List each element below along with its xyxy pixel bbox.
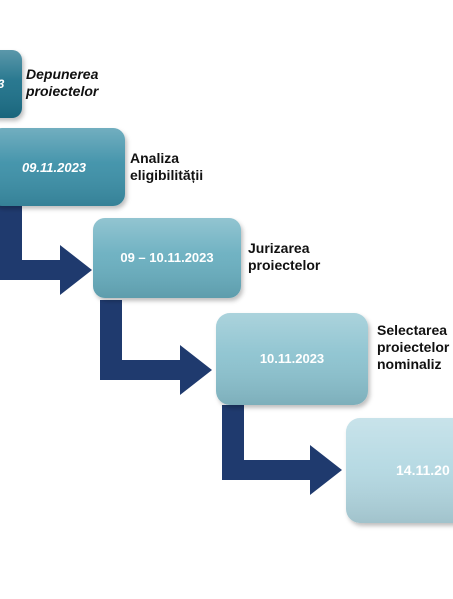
step-label-1-line-1: Depunerea bbox=[26, 66, 99, 82]
step-arrow-2 bbox=[100, 300, 212, 395]
step-date-2: 09.11.2023 bbox=[22, 160, 87, 175]
step-label-3-line-1: Jurizarea bbox=[248, 240, 310, 256]
step-label-4: Selectarea proiectelor nominaliz bbox=[377, 322, 449, 373]
step-label-4-line-2: proiectelor bbox=[377, 339, 450, 355]
step-date-1: 3 bbox=[0, 77, 5, 91]
step-date-5: 14.11.20 bbox=[396, 462, 450, 478]
step-date-4: 10.11.2023 bbox=[260, 351, 324, 366]
step-label-2-line-2: eligibilității bbox=[130, 167, 204, 183]
step-label-1-line-2: proiectelor bbox=[26, 83, 99, 99]
step-date-3: 09 – 10.11.2023 bbox=[120, 250, 213, 265]
step-label-3-line-2: proiectelor bbox=[248, 257, 321, 273]
step-label-2-line-1: Analiza bbox=[130, 150, 180, 166]
step-label-1: Depunerea proiectelor bbox=[26, 66, 98, 100]
step-arrow-1 bbox=[0, 205, 92, 295]
step-label-4-line-3: nominaliz bbox=[377, 356, 442, 372]
step-label-4-line-1: Selectarea bbox=[377, 322, 448, 338]
step-label-2: Analiza eligibilității bbox=[130, 150, 203, 184]
step-label-3: Jurizarea proiectelor bbox=[248, 240, 320, 274]
step-arrow-3 bbox=[222, 405, 342, 495]
